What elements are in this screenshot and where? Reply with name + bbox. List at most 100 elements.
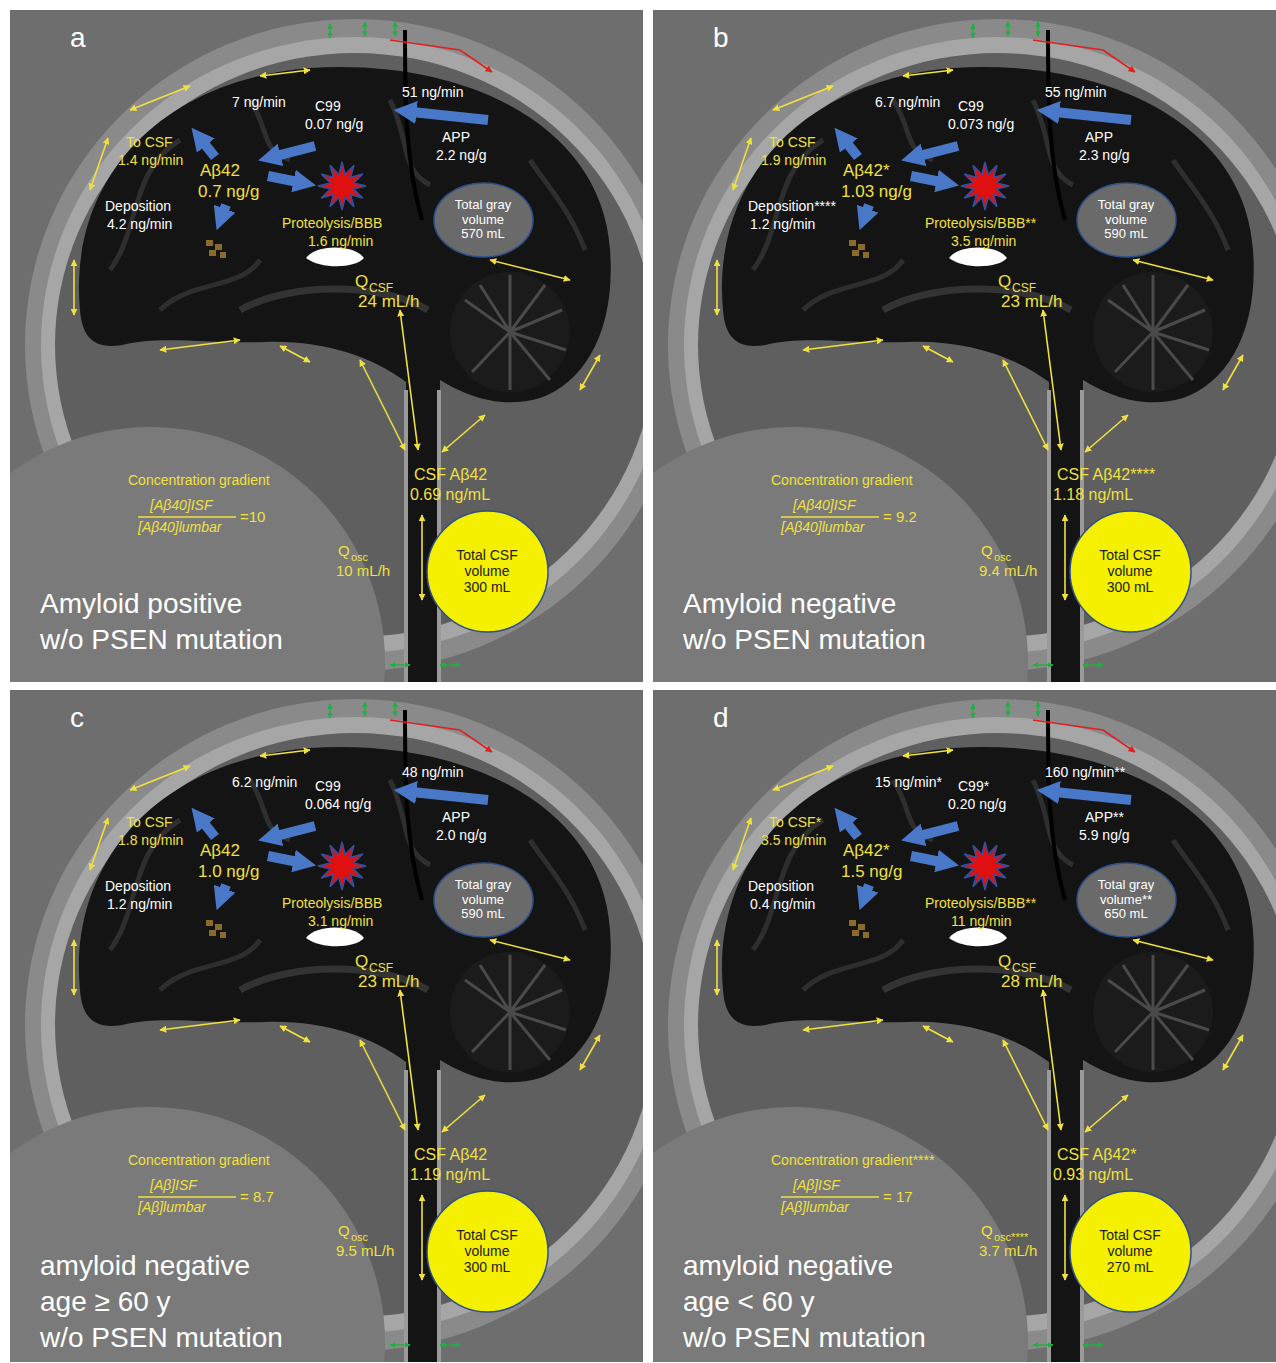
concentration: 1.19 ng/mL [410, 1166, 490, 1184]
flow-rate: 1.6 ng/min [308, 233, 373, 249]
flow-symbol: Q [338, 542, 350, 559]
gray-volume-ellipse: Total gray volume570 mL [433, 182, 534, 258]
flow-rate: 28 mL/h [1001, 972, 1062, 992]
flow-rate: 23 mL/h [358, 972, 419, 992]
flow-rate: 1.2 ng/min [750, 216, 815, 232]
gradient-label: Concentration gradient [128, 472, 270, 488]
concentration: 1.03 ng/g [841, 182, 912, 202]
flow-rate: 51 ng/min [402, 84, 463, 100]
species-name: C99 [315, 778, 341, 794]
pathway-name: Proteolysis/BBB** [925, 895, 1036, 911]
flow-rate: 55 ng/min [1045, 84, 1106, 100]
formula-value: = 9.2 [883, 508, 917, 525]
species-name: Aβ42 [200, 161, 240, 181]
flow-rate: 11 ng/min [951, 913, 1011, 929]
flow-subscript: osc**** [994, 1231, 1028, 1244]
node-text: 300 mL [1107, 579, 1154, 595]
figure-panel: b 6.7 ng/min C99 0.073 ng/g 55 ng/minAPP 2.3 … [653, 10, 1276, 682]
group-caption: w/o PSEN mutation [40, 624, 283, 656]
concentration: 2.2 ng/g [436, 147, 487, 163]
formula-denominator: [Aβ40]lumbar [138, 519, 221, 535]
flow-rate: 9.5 mL/h [336, 1242, 394, 1259]
flow-rate: 6.7 ng/min [875, 94, 940, 110]
flow-rate: 24 mL/h [358, 292, 419, 312]
node-text: 300 mL [464, 579, 511, 595]
brain-panel [558, 690, 1276, 1363]
flow-rate: 3.5 ng/min [951, 233, 1016, 249]
flow-rate: 3.5 ng/min [761, 832, 826, 848]
concentration: 0.073 ng/g [948, 116, 1014, 132]
formula-denominator: [Aβ]lumbar [781, 1199, 849, 1215]
node-text: 270 mL [1107, 1259, 1154, 1275]
panel-letter: b [713, 22, 729, 54]
species-name: C99 [958, 98, 984, 114]
pathway-name: Deposition [105, 878, 171, 894]
group-caption: age ≥ 60 y [40, 1286, 171, 1318]
node-text: Total gray volume [1090, 198, 1162, 228]
node-text: Total CSF volume [443, 1227, 531, 1259]
concentration: 2.3 ng/g [1079, 147, 1130, 163]
group-caption: amyloid negative [683, 1250, 893, 1282]
pathway-name: Deposition [748, 878, 814, 894]
flow-rate: 3.1 ng/min [308, 913, 373, 929]
formula-numerator: [Aβ40]ISF [150, 497, 212, 513]
concentration: 0.20 ng/g [948, 796, 1006, 812]
species-name: CSF Aβ42* [1057, 1146, 1136, 1164]
concentration: 0.07 ng/g [305, 116, 363, 132]
group-caption: w/o PSEN mutation [683, 624, 926, 656]
flow-rate: 3.7 mL/h [979, 1242, 1037, 1259]
concentration: 2.0 ng/g [436, 827, 487, 843]
species-name: APP [1085, 129, 1113, 145]
node-text: 590 mL [1104, 227, 1147, 242]
formula-value: = 8.7 [240, 1188, 274, 1205]
node-text: Total gray volume [447, 198, 519, 228]
flow-rate: 4.2 ng/min [107, 216, 172, 232]
flow-rate: 1.9 ng/min [761, 152, 826, 168]
formula-denominator: [Aβ]lumbar [138, 1199, 206, 1215]
flow-subscript: osc [994, 551, 1011, 564]
panel-letter: c [70, 702, 84, 734]
gray-volume-ellipse: Total gray volume**650 mL [1076, 862, 1177, 938]
csf-volume-circle: Total CSF volume300 mL [1069, 510, 1192, 633]
flow-rate: 15 ng/min* [875, 774, 942, 790]
group-caption: Amyloid negative [683, 588, 896, 620]
figure-panel: a7 ng/minC990.07 ng/g51 ng/minAPP2.2 ng/… [10, 10, 643, 682]
flow-symbol: Q [998, 952, 1011, 972]
group-caption: age < 60 y [683, 1286, 815, 1318]
group-caption: w/o PSEN mutation [683, 1322, 926, 1354]
formula-numerator: [Aβ40]ISF [793, 497, 855, 513]
formula-value: =10 [240, 508, 265, 525]
species-name: APP [442, 129, 470, 145]
flow-subscript: osc [351, 551, 368, 564]
flow-rate: 7 ng/min [232, 94, 286, 110]
concentration: 0.69 ng/mL [410, 486, 490, 504]
pathway-name: To CSF [126, 134, 173, 150]
node-text: 300 mL [464, 1259, 511, 1275]
figure-panel: d15 ng/min*C99*0.20 ng/g160 ng/min**APP*… [653, 690, 1276, 1362]
node-text: 590 mL [461, 907, 504, 922]
group-caption: Amyloid positive [40, 588, 242, 620]
concentration: 0.7 ng/g [198, 182, 259, 202]
group-caption: w/o PSEN mutation [40, 1322, 283, 1354]
formula-numerator: [Aβ]ISF [793, 1177, 840, 1193]
pathway-name: To CSF* [769, 814, 821, 830]
concentration: 1.18 ng/mL [1053, 486, 1133, 504]
pathway-name: Proteolysis/BBB** [925, 215, 1036, 231]
species-name: Aβ42* [843, 841, 890, 861]
flow-rate: 23 mL/h [1001, 292, 1062, 312]
csf-volume-circle: Total CSF volume270 mL [1069, 1190, 1192, 1313]
pathway-name: To CSF [769, 134, 816, 150]
flow-rate: 6.2 ng/min [232, 774, 297, 790]
concentration: 1.0 ng/g [198, 862, 259, 882]
group-caption: amyloid negative [40, 1250, 250, 1282]
flow-symbol: Q [981, 542, 993, 559]
pathway-name: Proteolysis/BBB [282, 215, 382, 231]
flow-rate: 48 ng/min [402, 764, 463, 780]
species-name: APP** [1085, 809, 1124, 825]
flow-rate: 0.4 ng/min [750, 896, 815, 912]
gradient-label: Concentration gradient**** [771, 1152, 934, 1168]
figure-panel: c6.2 ng/minC990.064 ng/g48 ng/minAPP2.0 … [10, 690, 643, 1362]
flow-symbol: Q [338, 1222, 350, 1239]
flow-rate: 160 ng/min** [1045, 764, 1125, 780]
csf-volume-circle: Total CSF volume300 mL [426, 1190, 549, 1313]
